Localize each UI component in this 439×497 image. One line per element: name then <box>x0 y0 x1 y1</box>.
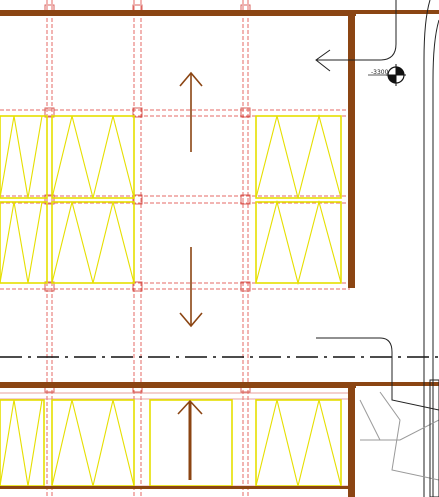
crosshair-target-icon <box>386 64 406 86</box>
level-label: -3300 <box>371 69 389 76</box>
walls <box>0 10 439 497</box>
driving-arrow-up <box>179 71 203 152</box>
entry-arrow-up <box>177 399 203 480</box>
parking-stalls-row-1 <box>0 113 342 199</box>
ramp <box>315 0 439 497</box>
parking-stalls-row-2 <box>0 199 342 286</box>
parking-stalls-row-3 <box>0 399 342 487</box>
driving-arrow-down <box>179 247 203 328</box>
level-mark: -3300 <box>368 64 406 86</box>
